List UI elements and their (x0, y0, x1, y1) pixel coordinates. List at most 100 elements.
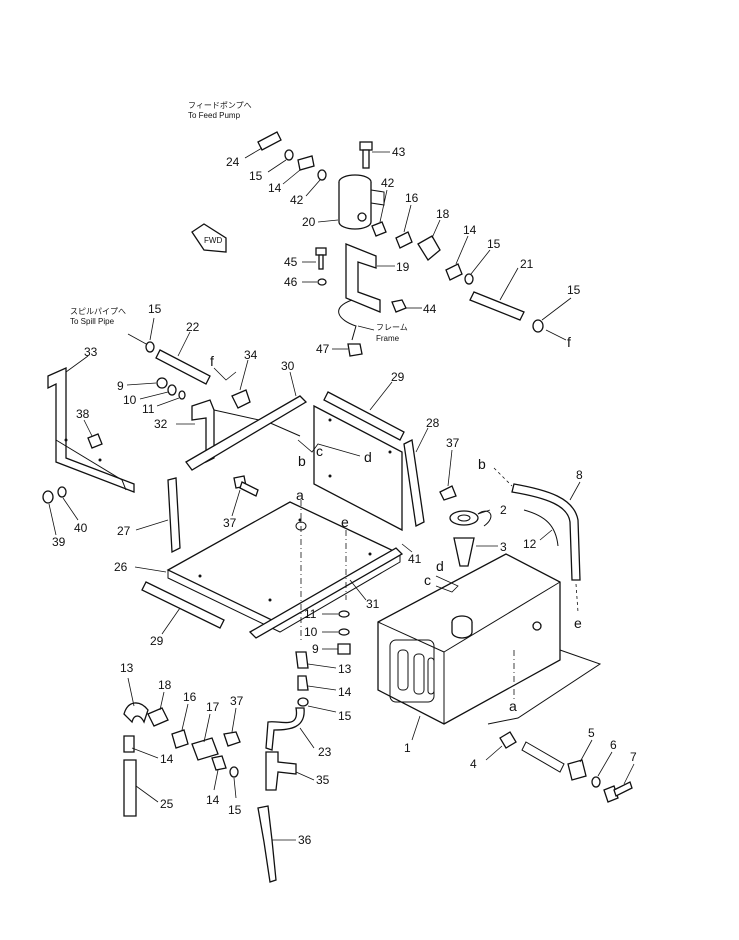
fuel-filter-assembly: フィードポンプへ To Feed Pump 24 15 14 42 43 (188, 101, 581, 357)
part-28-upright (403, 439, 425, 527)
part-10-washer-left (167, 384, 177, 396)
part-27-upright (167, 477, 181, 554)
part-35-tee (265, 751, 297, 791)
letter-b-tank: b (478, 456, 486, 472)
note-spill-pipe-jp: スピルパイプへ (70, 307, 126, 316)
part-8-hose (511, 483, 581, 581)
callout-31: 31 (366, 597, 380, 611)
part-9-nut-center (337, 643, 351, 655)
part-15-ring-center (297, 697, 309, 707)
callout-23: 23 (318, 745, 332, 759)
callout-14b: 14 (463, 223, 477, 237)
tank-platform: 30 29 28 b c d 37 27 37 (114, 359, 460, 648)
callout-34: 34 (244, 348, 258, 362)
letter-d-tank: d (436, 558, 444, 574)
callout-37b: 37 (223, 516, 237, 530)
part-6-washer (591, 776, 601, 788)
part-18-banjo-left (147, 707, 169, 727)
letter-e-center: e (341, 514, 349, 530)
part-18-banjo-top (417, 235, 441, 261)
callout-9b: 9 (312, 642, 319, 656)
part-31-bar (248, 547, 404, 639)
callout-38: 38 (76, 407, 90, 421)
callout-11b: 11 (304, 607, 317, 621)
callout-4: 4 (470, 757, 477, 771)
callout-30: 30 (281, 359, 295, 373)
part-16-elbow-left (171, 729, 189, 749)
callout-20: 20 (302, 215, 316, 229)
callout-15b: 15 (487, 237, 501, 251)
callout-33: 33 (84, 345, 98, 359)
part-25-pipe (123, 759, 137, 817)
callout-18b: 18 (158, 678, 172, 692)
part-5-level-gauge (567, 759, 587, 781)
callout-16b: 16 (183, 690, 197, 704)
callout-47: 47 (316, 342, 330, 356)
part-15-ring-spill (145, 341, 155, 353)
spill-pipe-and-frame: スピルパイプへ To Spill Pipe 15 22 f 34 9 10 11… (42, 302, 301, 549)
callout-41: 41 (408, 552, 422, 566)
callout-13a: 13 (338, 662, 352, 676)
callout-15e: 15 (338, 709, 352, 723)
callout-27: 27 (117, 524, 131, 538)
part-14-connector-center (297, 675, 309, 691)
part-16-elbow-top (395, 231, 413, 249)
part-14-connector-top (297, 155, 315, 171)
part-14-connector-bottom (211, 755, 227, 771)
callout-24: 24 (226, 155, 240, 169)
part-20-filter-housing (338, 174, 385, 230)
callout-22: 22 (186, 320, 200, 334)
callout-11a: 11 (142, 402, 155, 416)
callout-16a: 16 (405, 191, 419, 205)
part-37-bolt-left (233, 475, 259, 497)
part-42-ring-left (317, 169, 327, 181)
callout-10a: 10 (123, 393, 137, 407)
callout-44: 44 (423, 302, 437, 316)
part-9-nut-left (156, 377, 168, 389)
callout-15a: 15 (249, 169, 263, 183)
fwd-label: FWD (204, 236, 222, 245)
part-33-frame (47, 366, 135, 493)
letter-a-tank: a (509, 698, 517, 714)
part-15-ring-bottom (229, 766, 239, 778)
callout-35: 35 (316, 773, 330, 787)
callout-3: 3 (500, 540, 507, 554)
callout-42b: 42 (381, 176, 395, 190)
callout-14d: 14 (160, 752, 174, 766)
callout-17: 17 (206, 700, 220, 714)
note-frame-en: Frame (376, 334, 400, 343)
callout-25: 25 (160, 797, 174, 811)
callout-42a: 42 (290, 193, 304, 207)
letter-c-tank: c (424, 572, 431, 588)
callout-8: 8 (576, 468, 583, 482)
part-17-valve (191, 737, 219, 761)
part-11-washer-left (178, 390, 186, 400)
callout-10b: 10 (304, 625, 318, 639)
callout-9a: 9 (117, 379, 124, 393)
rear-panel (313, 404, 403, 532)
callout-15d: 15 (148, 302, 162, 316)
letter-d-frame: d (364, 449, 372, 465)
part-36-hose (257, 805, 277, 883)
part-15-ring-top (284, 149, 294, 161)
callout-29b: 29 (150, 634, 164, 648)
part-47-nut (347, 343, 363, 357)
part-37-bolt-right (439, 485, 457, 501)
callout-36: 36 (298, 833, 312, 847)
drain-valve-assembly: 13 18 14 25 16 17 37 14 15 (120, 661, 244, 817)
callout-40: 40 (74, 521, 88, 535)
note-feed-pump-jp: フィードポンプへ (188, 101, 252, 110)
callout-18a: 18 (436, 207, 450, 221)
part-44-nut (391, 299, 407, 313)
callout-29a: 29 (391, 370, 405, 384)
drain-stack: 11 10 9 13 14 15 23 35 36 (257, 607, 352, 883)
part-11-washer-center (338, 610, 350, 618)
letter-f-left: f (210, 353, 214, 369)
callout-14e: 14 (206, 793, 220, 807)
part-40-washer (57, 486, 67, 498)
part-4-drain-plug (499, 731, 517, 749)
callout-2: 2 (500, 503, 507, 517)
part-15-ring-mid (464, 273, 474, 285)
callout-1: 1 (404, 741, 411, 755)
